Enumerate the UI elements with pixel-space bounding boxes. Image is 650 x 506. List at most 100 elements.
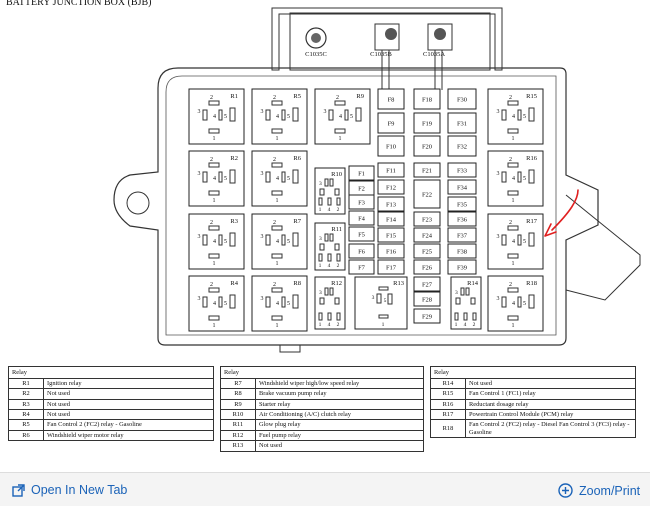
pin-label: 1 [512, 261, 515, 267]
relay-id-cell: R4 [8, 409, 44, 421]
fuse-f34: F34 [447, 179, 477, 195]
relay-id-cell: R8 [220, 388, 256, 400]
fuse-label: F33 [457, 167, 467, 174]
relay-description-cell: Reductant dosage relay [465, 398, 636, 411]
fuse-label: F9 [388, 120, 395, 127]
pin-label: 1 [512, 136, 515, 142]
fuse-label: F30 [457, 96, 467, 103]
pin-label: 1 [276, 136, 279, 142]
pin-label: 3 [372, 295, 375, 301]
pin-label: 4 [328, 263, 331, 269]
pin-label: 3 [319, 181, 322, 187]
relay-label: R9 [356, 93, 364, 100]
relay-description-cell: Ignition relay [43, 377, 214, 390]
pin-label: 3 [319, 236, 322, 242]
pin-label: 1 [276, 198, 279, 204]
side-tab [565, 194, 641, 301]
relay-label: R5 [293, 93, 301, 100]
fuse-label: F39 [457, 264, 467, 271]
pin-label: 4 [213, 239, 216, 245]
open-new-tab-icon [12, 483, 25, 497]
bottom-latch [279, 345, 301, 353]
fuse-label: F10 [386, 143, 396, 150]
fuse-label: F34 [457, 184, 468, 191]
table-title: Relay [8, 366, 214, 379]
relay-description-cell: Fuel pump relay [255, 429, 424, 442]
fuse-label: F27 [422, 281, 433, 288]
zoom-print-button[interactable]: Zoom/Print [558, 483, 640, 498]
fuses: F1F2F3F4F5F6F7F8F9F10F11F12F13F14F15F16F… [348, 88, 477, 324]
housing-outline [113, 67, 599, 346]
pin-label: 2 [509, 282, 512, 288]
relay-id-cell: R14 [430, 377, 466, 390]
pin-label: 4 [213, 301, 216, 307]
fuse-label: F18 [422, 96, 432, 103]
pin-label: 5 [287, 114, 290, 120]
pin-label: 1 [319, 263, 322, 269]
fuse-label: F8 [388, 96, 395, 103]
pin-label: 2 [473, 322, 476, 328]
relay-label: R16 [526, 155, 538, 162]
pin-label: 1 [319, 322, 322, 328]
relay-id-cell: R1 [8, 377, 44, 390]
pin-label: 1 [276, 261, 279, 267]
pin-label: 3 [497, 296, 500, 302]
pin-label: 3 [261, 109, 264, 115]
relay-description-cell: Fan Control 2 (FC2) relay - Gasoline [43, 419, 214, 431]
pin-label: 5 [224, 301, 227, 307]
pin-label: 3 [198, 296, 201, 302]
pin-label: 2 [509, 95, 512, 101]
relay-description-cell: Starter relay [255, 398, 424, 411]
relay-description-cell: Air Conditioning (A/C) clutch relay [255, 409, 424, 421]
fuse-f5: F5 [348, 226, 375, 242]
pin-label: 4 [512, 176, 515, 182]
fuse-label: F24 [422, 232, 433, 239]
fuse-f39: F39 [447, 259, 477, 275]
fuse-f26: F26 [413, 259, 441, 275]
open-in-new-tab-button[interactable]: Open In New Tab [12, 483, 127, 497]
fuse-label: F32 [457, 143, 467, 150]
fuse-f1: F1 [348, 165, 375, 181]
pin-label: 3 [198, 109, 201, 115]
pin-label: 4 [276, 176, 279, 182]
relay-id-cell: R11 [220, 419, 256, 431]
fuse-f3: F3 [348, 194, 375, 210]
fuse-label: F21 [422, 167, 432, 174]
relay-label: R18 [526, 280, 537, 287]
pin-label: 2 [210, 157, 213, 163]
pin-label: 4 [512, 114, 515, 120]
relay-description-cell: Glow plug relay [255, 419, 424, 431]
connector-c1035a: C1035A [423, 23, 453, 90]
fuse-label: F35 [457, 201, 467, 208]
pin-label: 2 [273, 157, 276, 163]
relay-label: R15 [526, 93, 537, 100]
zoom-plus-icon [558, 483, 573, 498]
pin-label: 5 [384, 298, 387, 304]
fuse-label: F25 [422, 248, 432, 255]
relay-id-cell: R6 [8, 429, 44, 442]
pin-label: 1 [512, 323, 515, 329]
fuse-f33: F33 [447, 162, 477, 178]
pin-label: 5 [287, 239, 290, 245]
relay-id-cell: R12 [220, 429, 256, 442]
relay-id-cell: R3 [8, 398, 44, 411]
fuse-f13: F13 [377, 196, 405, 212]
pin-label: 3 [261, 296, 264, 302]
pin-label: 2 [210, 220, 213, 226]
fuse-label: F36 [457, 216, 468, 223]
